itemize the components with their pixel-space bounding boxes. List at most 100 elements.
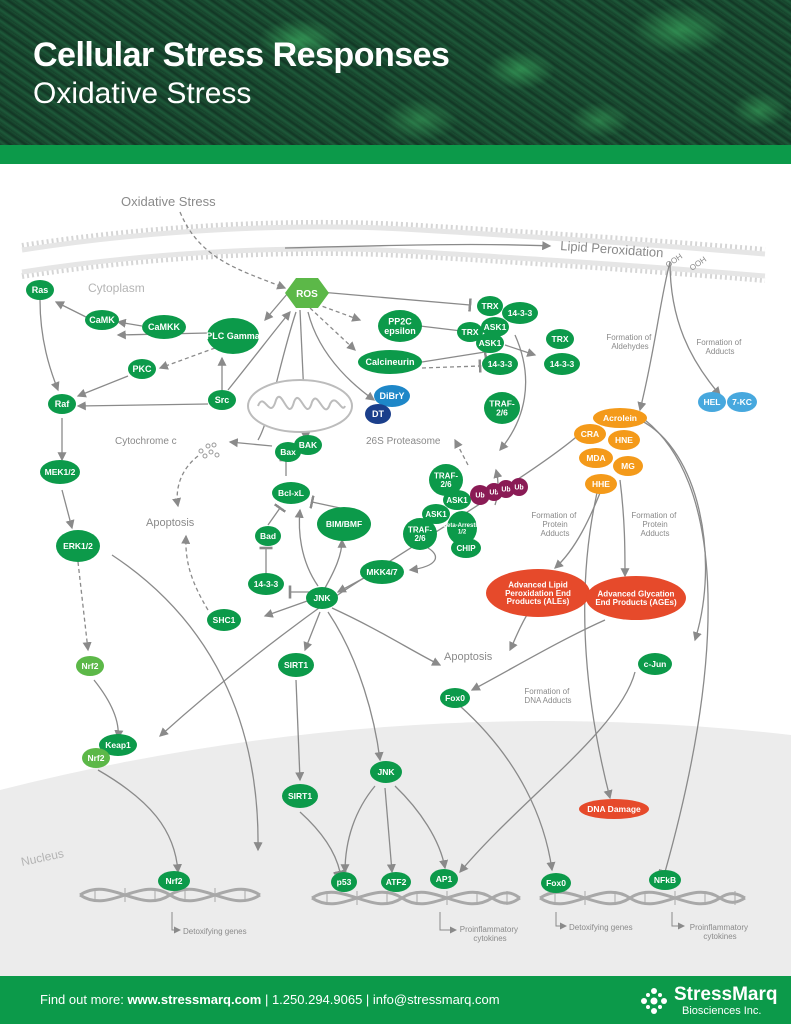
logo-name: StressMarq — [674, 984, 778, 1005]
dibry-node: DiBrY — [374, 385, 410, 407]
formation-protein-line-1: Formation of — [531, 511, 577, 520]
atf2-label: ATF2 — [386, 877, 407, 887]
jnk2-node: JNK — [370, 761, 402, 783]
ages-shape — [586, 576, 686, 620]
mg-node: MG — [613, 456, 643, 476]
raf-node: Raf — [48, 394, 76, 414]
ub1-label: Ub — [475, 492, 484, 499]
page-subtitle: Oxidative Stress — [33, 77, 252, 110]
trx3-shape — [546, 329, 574, 349]
ww3-shape — [544, 353, 580, 375]
oxidative-stress-label: Oxidative Stress — [121, 194, 216, 209]
footer-contact: Find out more: www.stressmarq.com | 1.25… — [40, 992, 500, 1007]
apoptosis-label-1: Apoptosis — [146, 517, 195, 529]
atf2-shape — [381, 872, 411, 892]
mek-shape — [40, 460, 80, 484]
calcineurin-node: Calcineurin — [358, 350, 422, 374]
nfkb-label: NFkB — [654, 875, 676, 885]
ap1-label: AP1 — [436, 874, 453, 884]
hhe-shape — [585, 474, 617, 494]
ub4-label: Ub — [514, 484, 523, 491]
ras-node: Ras — [26, 280, 54, 300]
nrf2c-shape — [158, 871, 190, 891]
ask1b-shape — [476, 333, 504, 353]
erk-label: ERK1/2 — [63, 541, 93, 551]
jnk1-label: JNK — [313, 593, 331, 603]
traf26a-node: TRAF-2/6 — [484, 392, 520, 424]
cjun-node: c-Jun — [638, 653, 672, 675]
trx1-label: TRX — [482, 301, 499, 311]
ub2-label: Ub — [489, 489, 498, 496]
ask1c-node: ASK1 — [443, 490, 471, 510]
hel-label: HEL — [704, 397, 721, 407]
ask1d-label: ASK1 — [425, 510, 447, 519]
nrf2b-label: Nrf2 — [87, 753, 104, 763]
ask1d-node: ASK1 — [422, 504, 450, 524]
plc-node: PLC Gamma — [206, 318, 261, 354]
jnk2-label: JNK — [377, 767, 395, 777]
dibry-shape — [374, 385, 410, 407]
nrf2b-shape — [82, 748, 110, 768]
traf26a-shape — [484, 392, 520, 424]
dna-damage-shape — [579, 799, 649, 819]
footer-url-link[interactable]: www.stressmarq.com — [127, 992, 262, 1007]
page-title: Cellular Stress Responses — [33, 36, 450, 74]
src-node: Src — [208, 390, 236, 410]
proteasome-label: 26S Proteasome — [366, 436, 441, 447]
kc7-label: 7-KC — [732, 397, 752, 407]
logo-icon — [641, 988, 667, 1014]
bclxl-label: Bcl-xL — [278, 488, 304, 498]
keap1-node: Keap1 — [99, 734, 137, 756]
ask1a-shape — [481, 317, 509, 337]
camk-node: CaMK — [85, 310, 119, 330]
ww4-node: 14-3-3 — [248, 573, 284, 595]
bad-node: Bad — [255, 526, 281, 546]
stressmarq-logo: StressMarq Biosciences Inc. — [640, 984, 780, 1017]
nfkb-shape — [649, 870, 681, 890]
ros-node: ROS — [285, 278, 329, 308]
label-line: Adducts — [541, 529, 570, 538]
dna-helix-2 — [311, 890, 521, 906]
kc7-node: 7-KC — [727, 392, 757, 412]
ww4-label: 14-3-3 — [254, 579, 279, 589]
ww2-node: 14-3-3 — [482, 353, 518, 375]
ask1a-node: ASK1 — [481, 317, 509, 337]
hhe-label: HHE — [592, 479, 610, 489]
pp2c-shape — [378, 310, 422, 342]
src-label: Src — [215, 395, 230, 405]
detoxifying-genes-label-1: Detoxifying genes — [183, 927, 247, 936]
ww4-shape — [248, 573, 284, 595]
ras-label: Ras — [32, 285, 49, 295]
chip-node: CHIP — [451, 538, 481, 558]
hel-shape — [698, 392, 726, 412]
mg-label: MG — [621, 461, 635, 471]
hne-label: HNE — [615, 435, 633, 445]
trx1-node: TRX — [477, 296, 503, 316]
mek-node: MEK1/2 — [40, 460, 80, 484]
formation-dna-line: Formation of — [524, 687, 570, 696]
formation-dna-adducts-label: Formation of DNA Adducts — [524, 687, 571, 705]
sirt1a-label: SIRT1 — [284, 660, 308, 670]
dt-shape — [365, 404, 391, 424]
label-line: Adducts — [706, 347, 735, 356]
pkc-node: PKC — [128, 359, 156, 379]
cjun-shape — [638, 653, 672, 675]
sirt1b-shape — [282, 784, 318, 808]
calcineurin-shape — [358, 350, 422, 374]
ub1-node: Ub — [470, 485, 490, 505]
sirt1a-shape — [278, 653, 314, 677]
ub4-shape — [510, 478, 528, 496]
mkk47-shape — [360, 560, 404, 584]
bax-label: Bax — [280, 447, 296, 457]
label-line: DNA Adducts — [524, 696, 571, 705]
acrolein-node: Acrolein — [593, 408, 647, 428]
sirt1a-node: SIRT1 — [278, 653, 314, 677]
ask1a-label: ASK1 — [484, 322, 507, 332]
bak-node: BAK — [294, 435, 322, 455]
ap1-node: AP1 — [430, 869, 458, 889]
sirt1b-label: SIRT1 — [288, 791, 312, 801]
